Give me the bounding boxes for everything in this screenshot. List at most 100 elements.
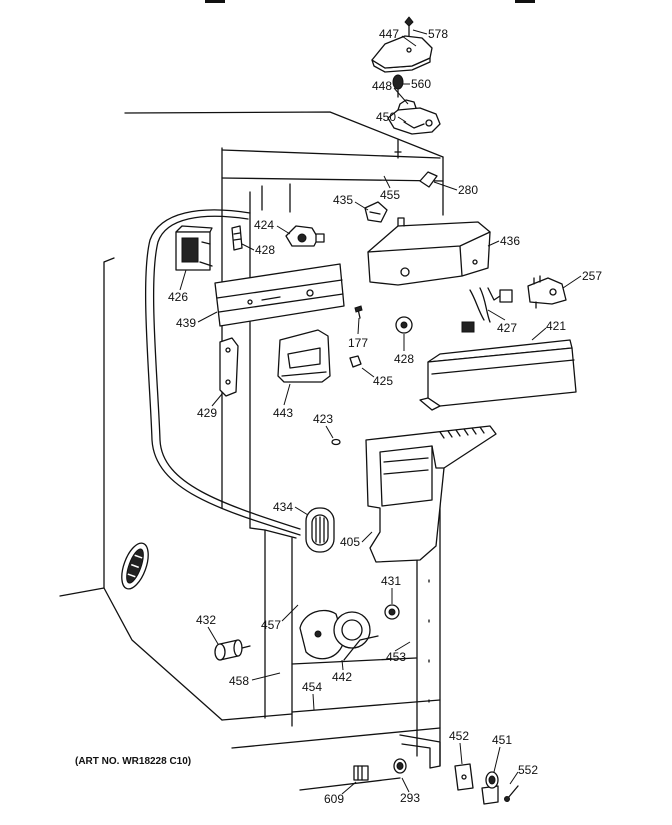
leader-280 xyxy=(433,181,458,191)
part-435 xyxy=(364,201,388,223)
callout-453: 453 xyxy=(386,650,406,664)
leader-421 xyxy=(531,327,547,341)
wire-harness-tube xyxy=(144,209,301,536)
callout-424: 424 xyxy=(254,218,274,232)
callout-280: 280 xyxy=(458,183,478,197)
leader-436 xyxy=(487,240,500,247)
leader-450 xyxy=(397,116,407,123)
part-432 xyxy=(214,639,251,661)
part-450 xyxy=(387,99,441,135)
callout-552: 552 xyxy=(518,763,538,777)
leader-434 xyxy=(294,506,309,516)
part-423 xyxy=(331,438,341,446)
vent-grille xyxy=(121,542,149,590)
leader-405 xyxy=(361,531,373,543)
callout-452: 452 xyxy=(449,729,469,743)
leader-609 xyxy=(341,781,357,795)
callout-427: 427 xyxy=(497,321,517,335)
callout-442: 442 xyxy=(332,670,352,684)
part-443 xyxy=(277,329,331,383)
callout-429: 429 xyxy=(197,406,217,420)
callout-457: 457 xyxy=(261,618,281,632)
part-427 xyxy=(461,287,513,333)
leader-458 xyxy=(251,672,281,681)
callout-450: 450 xyxy=(376,110,396,124)
leader-578 xyxy=(412,29,428,35)
part-429 xyxy=(219,337,239,397)
part-447 xyxy=(371,35,433,73)
part-293 xyxy=(393,758,407,774)
callout-423: 423 xyxy=(313,412,333,426)
leader-448 xyxy=(393,87,409,105)
callout-425: 425 xyxy=(373,374,393,388)
callout-448: 448 xyxy=(372,79,392,93)
part-425 xyxy=(349,355,362,368)
scan-edge-mark xyxy=(515,0,535,3)
part-455 xyxy=(394,139,402,159)
leader-451 xyxy=(493,746,501,773)
callout-426: 426 xyxy=(168,290,188,304)
callout-451: 451 xyxy=(492,733,512,747)
callout-405: 405 xyxy=(340,535,360,549)
leader-423 xyxy=(325,425,334,439)
part-426 xyxy=(175,225,213,271)
leader-443 xyxy=(283,383,291,406)
leader-lines xyxy=(179,29,582,795)
callout-609: 609 xyxy=(324,792,344,806)
leader-455 xyxy=(383,175,391,189)
leader-257 xyxy=(562,275,582,289)
leader-428-upper xyxy=(241,243,255,251)
leader-427 xyxy=(487,309,506,321)
leader-552 xyxy=(509,771,519,785)
callout-447: 447 xyxy=(379,27,399,41)
part-428-lower xyxy=(395,316,413,334)
part-439 xyxy=(214,263,345,327)
leader-293 xyxy=(401,777,410,793)
leader-439 xyxy=(197,311,218,323)
leader-432 xyxy=(207,626,219,645)
callout-431: 431 xyxy=(381,574,401,588)
part-452 xyxy=(454,763,474,791)
callout-428-lower: 428 xyxy=(394,352,414,366)
callout-454: 454 xyxy=(302,680,322,694)
leader-457 xyxy=(281,604,299,622)
leader-177 xyxy=(357,317,360,335)
callout-432: 432 xyxy=(196,613,216,627)
callout-257: 257 xyxy=(582,269,602,283)
leader-447 xyxy=(401,35,417,47)
part-451 xyxy=(481,771,499,805)
callout-435: 435 xyxy=(333,193,353,207)
part-431 xyxy=(384,604,400,620)
callout-434: 434 xyxy=(273,500,293,514)
part-421 xyxy=(419,339,577,411)
leader-424 xyxy=(276,225,291,235)
part-442 xyxy=(299,609,379,661)
callout-560: 560 xyxy=(411,77,431,91)
leader-425 xyxy=(361,367,375,378)
leader-442 xyxy=(341,659,344,671)
leader-429 xyxy=(211,393,223,407)
callout-436: 436 xyxy=(500,234,520,248)
part-552 xyxy=(504,785,519,802)
part-609 xyxy=(353,765,369,781)
callout-293: 293 xyxy=(400,791,420,805)
leader-452 xyxy=(459,742,463,765)
callout-428-upper: 428 xyxy=(255,243,275,257)
leader-435 xyxy=(354,201,369,211)
callout-177: 177 xyxy=(348,336,368,350)
callout-578: 578 xyxy=(428,27,448,41)
part-428-upper xyxy=(231,225,243,251)
art-number: (ART NO. WR18228 C10) xyxy=(75,756,191,767)
scan-edge-mark xyxy=(205,0,225,3)
callout-labels: 447 578 448 560 450 455 280 435 436 424 … xyxy=(168,27,602,806)
part-434 xyxy=(305,507,335,553)
leader-426 xyxy=(179,269,187,291)
callout-439: 439 xyxy=(176,316,196,330)
leader-454 xyxy=(312,693,315,711)
part-436 xyxy=(367,217,491,286)
leader-453 xyxy=(394,641,411,652)
part-280 xyxy=(419,171,438,188)
callout-443: 443 xyxy=(273,406,293,420)
